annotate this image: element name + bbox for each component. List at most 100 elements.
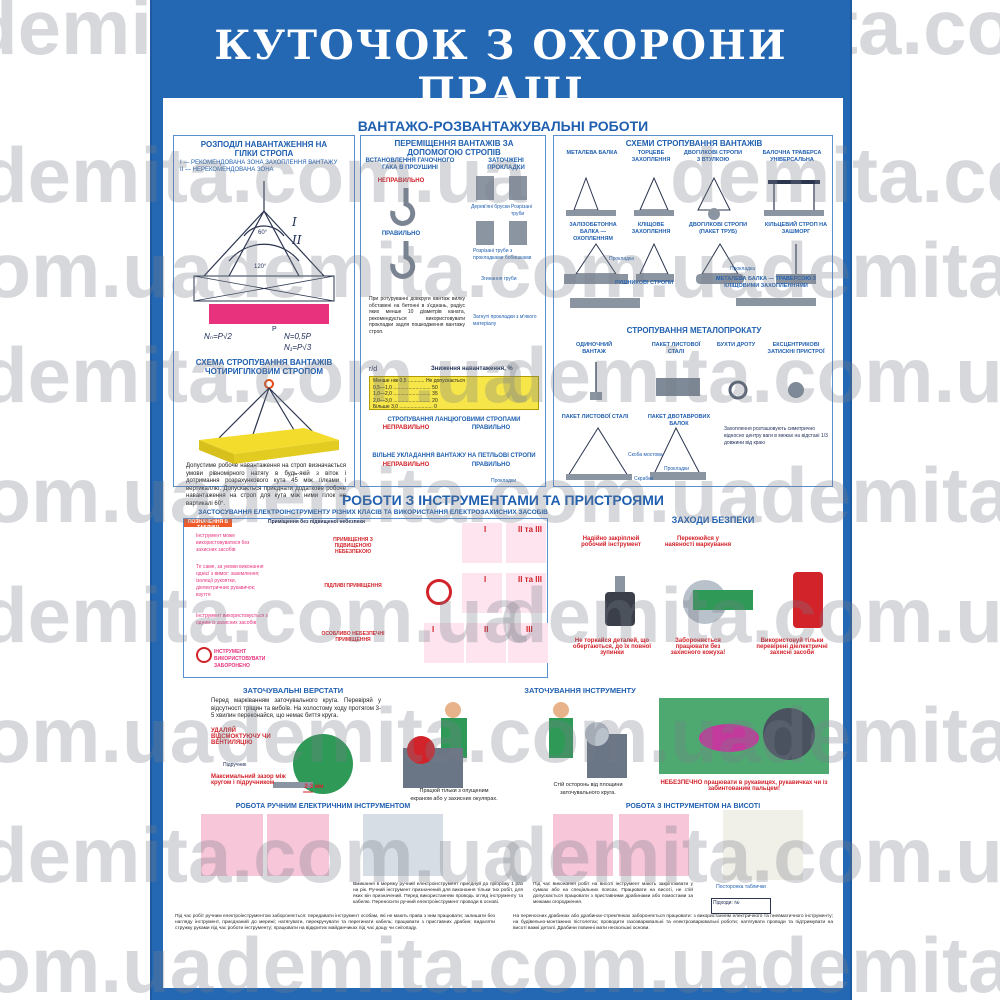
class-label: III: [526, 625, 533, 634]
class-label: I: [484, 575, 487, 584]
rolled-metal-row-1: [590, 362, 804, 400]
grab-note: Захоплення розташовують симетрично відно…: [724, 426, 828, 446]
hand-tool-note: Вмикання в мережу ручний електроінструме…: [353, 882, 523, 905]
zone-1-label: I: [291, 215, 297, 229]
wrong-label: НЕПРАВИЛЬНО: [382, 425, 430, 431]
gap-label: Максимальний зазор між кругом і підручни…: [211, 774, 286, 786]
tablet-sign: Підходи: №: [711, 898, 771, 914]
formula-1: Nₙ=P√2: [204, 332, 232, 341]
pad-label: Прокладка: [609, 256, 635, 262]
sling-moving-box: ПЕРЕМІЩЕННЯ ВАНТАЖІВ ЗА ДОПОМОГОЮ СТРОПІ…: [360, 135, 546, 487]
forbidden-icon: [426, 579, 452, 605]
scraps-label: Скрабки: [634, 476, 654, 482]
reduction-table: Менше ніж 0,5 ............ Не допускаєть…: [369, 376, 539, 410]
pad-label-1: Дерев'яні бруски: [471, 204, 510, 210]
caption: Стій осторонь від площини заточувального…: [553, 782, 623, 796]
room-row-title: ОСОБЛИВО НЕБЕЗПЕЧНІ ПРИМІЩЕННЯ: [321, 631, 385, 643]
scheme-label: ПАКЕТ ЛИСТОВОЇ СТАЛІ: [561, 414, 629, 420]
scheme-label: ДВОГІЛКОВІ СТРОПИ З ВТУЛКОЮ: [683, 150, 743, 163]
box-title: ПЕРЕМІЩЕННЯ ВАНТАЖІВ ЗА ДОПОМОГОЮ СТРОПІ…: [394, 139, 514, 157]
scheme-label: ЕКСЦЕНТРИКОВІ ЗАТИСКНІ ПРИСТРОЇ: [767, 342, 825, 355]
scheme-label: МЕТАЛЕВА БАЛКА: [566, 150, 618, 156]
remove-vent-label: УДАЛЯЙ ВІДСМОКТУЮЧУ ЧИ ВЕНТИЛЯЦІЮ: [211, 728, 271, 746]
right-label: ПРАВИЛЬНО: [471, 425, 511, 431]
pads-label: Прокладки: [664, 466, 689, 472]
class-cell: [506, 523, 546, 563]
bend-note: При ротуруванні довкруги вантаж вилку об…: [369, 296, 465, 335]
glove-warning-illustration: [659, 698, 829, 774]
sharpening-title: ЗАТОЧУВАННЯ ІНСТРУМЕНТУ: [524, 686, 636, 695]
grinding-machines-title: ЗАТОЧУВАЛЬНІ ВЕРСТАТИ: [242, 686, 344, 695]
section-title-loading: ВАНТАЖО-РОЗВАНТАЖУВАЛЬНІ РОБОТИ: [357, 118, 649, 134]
safety-tip: Використовуй тільки перевірені діелектри…: [756, 638, 828, 656]
angle-120-label: 120°: [254, 264, 267, 270]
glove-warning: НЕБЕЗПЕЧНО працювати в рукавицях, рукави…: [660, 780, 828, 792]
legend-text: Те саме, за умови виконання однієї з вим…: [196, 564, 264, 598]
reduction-row: 1,0—2,0 ........................... 35: [373, 391, 438, 397]
scoop-label: Скоба мостова: [628, 452, 663, 458]
safety-illustrations: [605, 572, 823, 628]
class-label: II: [484, 625, 489, 634]
class-label: I: [484, 525, 487, 534]
scheme-label: ЗАЛІЗОБЕТОННА БАЛКА — ОХОПЛЕННЯМ: [569, 222, 617, 242]
table-header-legend: ПОЗНАЧЕННЯ В ТАБЛИЦІ: [187, 519, 229, 531]
gap-mm-label: 2-3 мм: [304, 784, 324, 790]
zone-2-label: II: [291, 233, 302, 247]
wrong-label: НЕПРАВИЛЬНО: [382, 462, 430, 468]
hand-tool-image: [363, 814, 443, 876]
class-cell: [462, 523, 502, 563]
poster-panel: ВАНТАЖО-РОЗВАНТАЖУВАЛЬНІ РОБОТИ РОЗПОДІЛ…: [163, 98, 843, 988]
safety-title: ЗАХОДИ БЕЗПЕКИ: [671, 515, 755, 525]
reduction-row: Більше 3,0 ........................ 0: [373, 404, 437, 410]
scheme-label: БУХТИ ДРОТУ: [716, 342, 756, 348]
legend-zone-2: II — НЕРЕКОМЕНДОВАНА ЗОНА: [180, 167, 274, 173]
col-title-pads: ЗАТОЧЖЕНІ ПРОКЛАДКИ: [487, 158, 525, 171]
scheme-label: БАЛОЧНА ТРАВЕРСА УНІВЕРСАЛЬНА: [762, 150, 822, 163]
box-subtitle: СХЕМА СТРОПУВАННЯ ВАНТАЖІВ ЧОТИРИГІЛКОВИ…: [195, 358, 333, 376]
reduction-row: 0,5—1,0 ........................... 50: [373, 384, 438, 391]
safety-tip: Не торкайся деталей, що обертаються, до …: [572, 638, 652, 656]
height-work-note: Під час виконання робіт на висоті інстру…: [533, 882, 693, 905]
rolled-metal-title: СТРОПУВАННЯ МЕТАЛОПРОКАТУ: [626, 326, 762, 335]
loop-sling-title: ВІЛЬНЕ УКЛАДАННЯ ВАНТАЖУ НА ПЕТЛЬОВІ СТР…: [372, 453, 536, 459]
safety-tip: Перекоюйся у наявності маркування: [664, 536, 732, 548]
worker-sharpening-illustration: [549, 702, 627, 778]
room-row-title: ПІДЛИВІ ПРИМІЩЕННЯ: [324, 583, 382, 589]
scheme-label: ДВОГІЛКОВІ СТРОПИ (ПАКЕТ ТРУБ): [688, 222, 748, 235]
room-row-title: ПРИМІЩЕННЯ З ПІДВИЩЕНОЮ НЕБЕЗПЕКОЮ: [333, 537, 373, 555]
class-cell: [466, 623, 506, 663]
hand-tool-title: РОБОТА РУЧНИМ ЕЛЕКТРИЧНИМ ІНСТРУМЕНТОМ: [235, 803, 411, 810]
sling-schemes-row-2: [564, 242, 816, 284]
reduction-row: 2,0—3,0 ........................... 20: [373, 397, 438, 404]
pad-label-2: Розрізані труби: [511, 204, 532, 217]
scheme-label: КЛІЩОВЕ ЗАХОПЛЕННЯ: [631, 222, 671, 235]
hand-tool-image: [267, 814, 329, 876]
four-leg-note: Допустиме робоче навантаження на строп в…: [186, 463, 346, 507]
right-label: ПРАВИЛЬНО: [381, 231, 421, 237]
box-title: РОЗПОДІЛ НАВАНТАЖЕННЯ НА ГІЛКИ СТРОПА: [200, 140, 328, 158]
class-label: I: [432, 625, 435, 634]
four-leg-sling-diagram: [199, 379, 339, 464]
tablet-label: Посторонка таблички: [716, 884, 766, 890]
hook-wrong-icon: [390, 188, 416, 226]
rolled-metal-row-2: [566, 426, 706, 480]
pad-label-3: Розрізані труби з прокладками бобишками: [473, 248, 532, 261]
table-header-cell: [184, 519, 232, 527]
legend-text: ІНСТРУМЕНТ ВИКОРИСТОВУВАТИ ЗАБОРОНЕНО: [214, 649, 266, 669]
scheme-label: ПАКЕТ ЛИСТОВОЇ СТАЛІ: [651, 342, 701, 355]
wrong-label: НЕПРАВИЛЬНО: [377, 178, 425, 184]
footer-left-note: Під час робіт ручним електроінструментом…: [175, 914, 495, 931]
sling-schemes-row-1: [566, 176, 824, 220]
class-cell: [462, 573, 502, 613]
formula-3: N₁=P√3: [284, 343, 312, 352]
col-title-hook: ВСТАНОВЛЕННЯ ГАЧОЧНОГО ГАКА В ПРОУШИНІ: [365, 158, 455, 171]
legend-text: Інструмент використовується з одним із з…: [196, 613, 268, 626]
class-label: II та III: [518, 575, 542, 584]
reduction-title: Зниження навантаження, %: [431, 366, 513, 372]
pads-label: Прокладки: [491, 478, 516, 484]
scheme-label: ОДИНОЧНИЙ ВАНТАЖ: [575, 342, 613, 355]
height-work-image: [619, 814, 689, 876]
right-label: ПРАВИЛЬНО: [471, 462, 511, 468]
grinding-note: Перед марківанням заточувального круга. …: [211, 698, 381, 719]
scheme-label: ТОРЦЕВЕ ЗАХОПЛЕННЯ: [631, 150, 671, 163]
